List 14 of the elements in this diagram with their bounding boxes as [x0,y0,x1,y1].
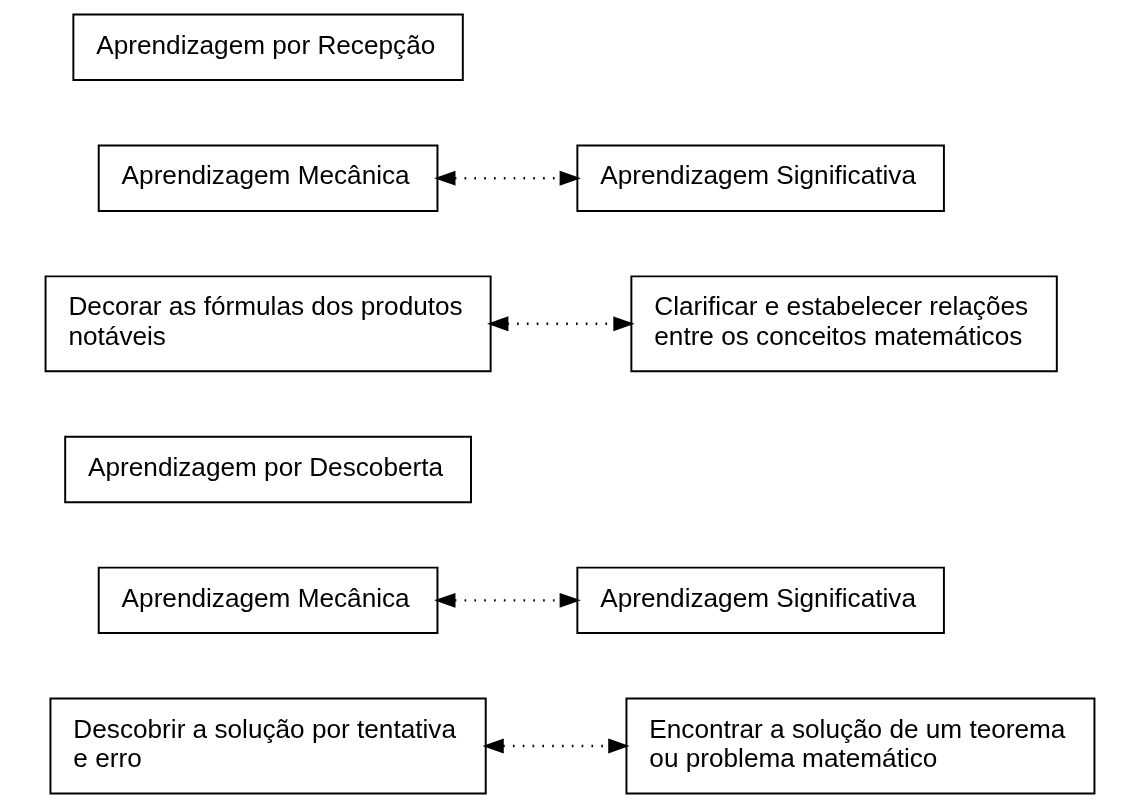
node-box: Aprendizagem por Recepção [72,13,464,81]
node-box: Aprendizagem Significativa [576,144,945,212]
node-box: Aprendizagem Mecânica [97,144,439,212]
node-box: Decorar as fórmulas dos produtos notáveis [44,275,492,373]
node-box: Descobrir a solução por tentativa e erro [49,697,487,795]
arrow [434,592,581,608]
node-box: Aprendizagem Mecânica [97,566,439,635]
arrow [434,170,581,186]
node-box: Clarificar e estabelecer relações entre os conceitos matemáticos [630,275,1058,373]
node-box: Encontrar a solução de um teorema ou problema matemático [625,697,1096,795]
node-box: Aprendizagem Significativa [576,566,945,635]
arrow [487,316,635,332]
arrow [482,738,630,754]
node-box: Aprendizagem por Descoberta [64,435,472,504]
